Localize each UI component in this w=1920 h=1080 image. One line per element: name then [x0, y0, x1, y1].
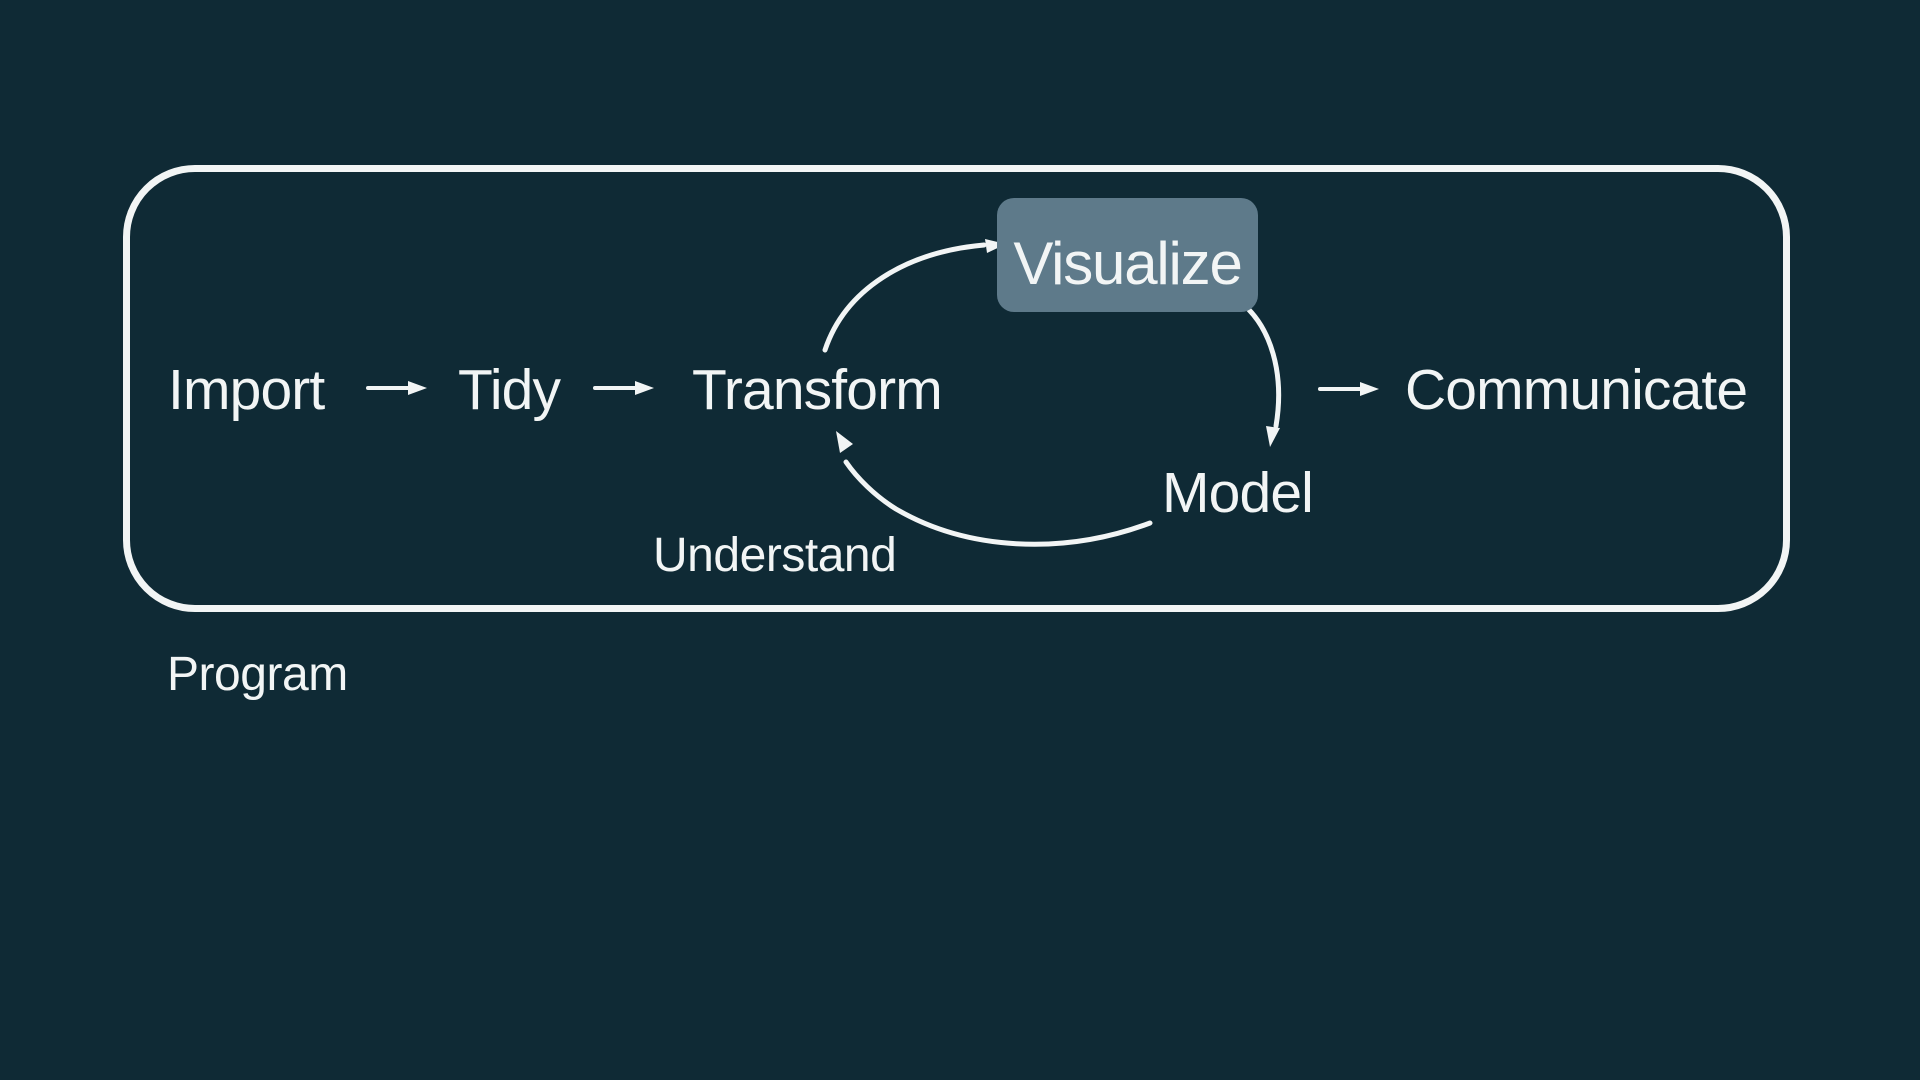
node-communicate: Communicate: [1405, 358, 1748, 422]
workflow-frame: [123, 165, 1790, 612]
cycle-label-understand: Understand: [653, 529, 897, 582]
node-tidy: Tidy: [458, 358, 561, 422]
node-model: Model: [1162, 461, 1314, 525]
node-import: Import: [168, 358, 325, 422]
visualize-highlight-box: [997, 198, 1258, 312]
frame-label-program: Program: [167, 648, 348, 701]
node-visualize: Visualize: [1013, 230, 1242, 297]
node-transform: Transform: [692, 358, 943, 422]
